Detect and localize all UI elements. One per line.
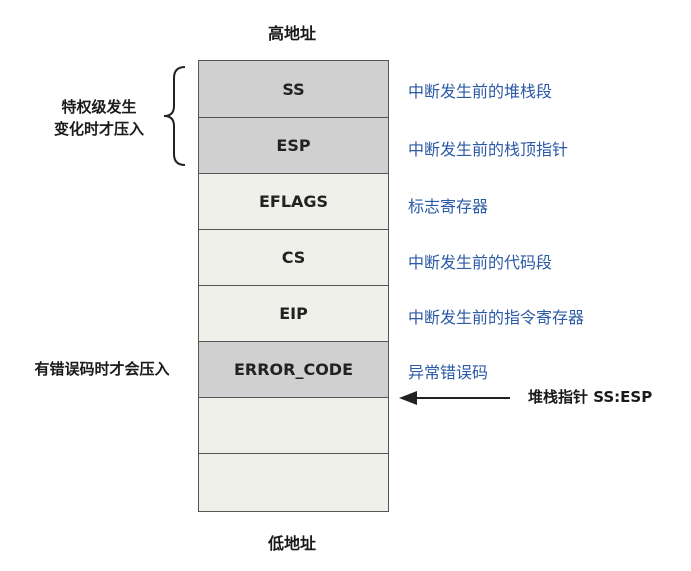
desc-cs: 中断发生前的代码段 bbox=[408, 253, 553, 272]
desc-eip: 中断发生前的指令寄存器 bbox=[408, 308, 585, 327]
error-code-note: 有错误码时才会压入 bbox=[34, 360, 170, 378]
privilege-change-note: 特权级发生 变化时才压入 bbox=[34, 96, 164, 140]
desc-ss: 中断发生前的堆栈段 bbox=[408, 82, 553, 101]
slot-label: ESP bbox=[276, 136, 311, 155]
high-address-label: 高地址 bbox=[267, 24, 316, 43]
stack-slot-cs: CS bbox=[199, 229, 388, 285]
stack-slot-error-code: ERROR_CODE bbox=[199, 341, 388, 397]
slot-label: SS bbox=[282, 79, 305, 99]
privilege-note-line1: 特权级发生 bbox=[61, 98, 137, 116]
desc-esp: 中断发生前的栈顶指针 bbox=[408, 140, 569, 159]
privilege-note-line2: 变化时才压入 bbox=[53, 120, 144, 138]
low-address-label: 低地址 bbox=[267, 534, 316, 553]
privilege-brace-icon bbox=[163, 66, 186, 166]
stack-slot-empty-2 bbox=[199, 453, 388, 511]
stack-slot-eip: EIP bbox=[199, 285, 388, 341]
stack-slot-eflags: EFLAGS bbox=[199, 173, 388, 229]
slot-label: EFLAGS bbox=[258, 192, 329, 211]
interrupt-stack: SS ESP EFLAGS CS EIP ERROR_CODE bbox=[198, 60, 389, 512]
desc-eflags: 标志寄存器 bbox=[408, 197, 489, 216]
stack-pointer-arrow-icon bbox=[399, 391, 510, 405]
desc-error-code: 异常错误码 bbox=[408, 363, 489, 382]
stack-slot-empty-1 bbox=[199, 397, 388, 453]
slot-label: CS bbox=[281, 248, 306, 267]
slot-label: ERROR_CODE bbox=[233, 360, 354, 379]
slot-label: EIP bbox=[279, 304, 308, 323]
stack-pointer-label: 堆栈指针 SS:ESP bbox=[528, 388, 653, 406]
stack-slot-ss: SS bbox=[199, 61, 388, 117]
stack-slot-esp: ESP bbox=[199, 117, 388, 173]
